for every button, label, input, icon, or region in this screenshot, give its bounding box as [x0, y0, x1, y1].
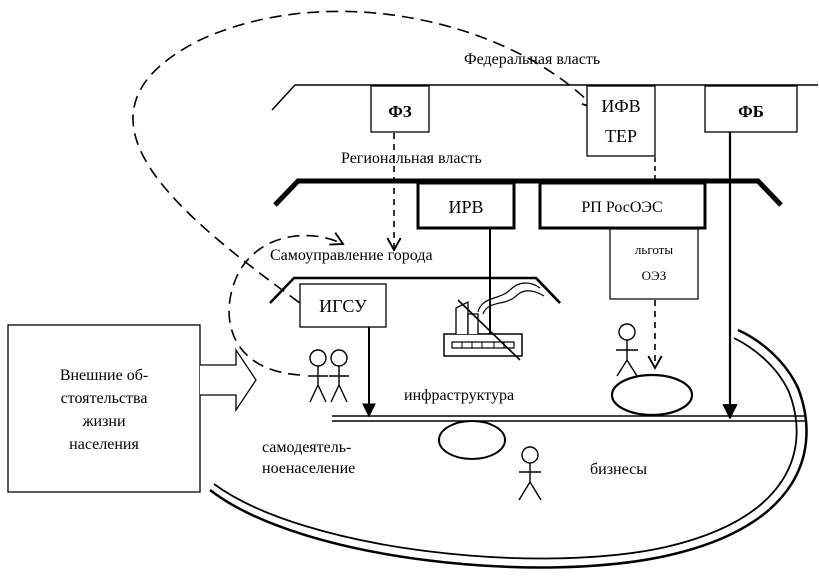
external-circumstances-box: [7, 324, 201, 493]
people-pair-icon: [308, 349, 349, 403]
person-icon-business: [518, 446, 542, 501]
dashed-feedback-arc-federal: [132, 10, 597, 326]
external-line-4: населения: [69, 436, 139, 453]
oez-label: ОЭЗ: [642, 268, 667, 283]
factory-icon: [443, 282, 545, 361]
igsu-box: [299, 283, 387, 328]
business-ellipse-left: [438, 420, 506, 460]
environment-boundary-arc-outer: [209, 328, 808, 569]
regional-level-label: Региональная власть: [341, 150, 482, 167]
irv-box: [416, 181, 516, 230]
business-ellipse-right: [610, 373, 694, 417]
lgoty-oez-box: [609, 228, 699, 300]
population-label-line1: самодеятель-: [262, 439, 351, 456]
igsu-label: ИГСУ: [319, 296, 367, 316]
rp-rosoes-label: РП РосОЭС: [581, 199, 662, 216]
external-line-2: стоятельства: [61, 390, 148, 407]
fz-box: [370, 85, 430, 133]
fb-label: ФБ: [738, 102, 764, 121]
environment-boundary-arc-inner: [213, 337, 798, 560]
lgoty-label: льготы: [635, 242, 673, 257]
federal-level-roof: [271, 84, 818, 111]
federal-level-label: Федеральная власть: [464, 51, 600, 68]
infrastructure-label: инфраструктура: [404, 387, 514, 404]
rp-rosoes-box: [538, 181, 707, 230]
city-roof-right-slant: [535, 277, 561, 304]
person-icon-entrepreneur: [616, 323, 638, 377]
regional-level-roof: [273, 178, 783, 207]
external-line-1: Внешние об-: [60, 367, 148, 384]
fz-label: ФЗ: [388, 102, 412, 121]
dashed-feedback-loop-city: [228, 232, 345, 376]
fb-box: [704, 85, 798, 133]
city-level-label: Самоуправление города: [270, 247, 433, 264]
external-line-3: жизни: [81, 413, 126, 430]
ifv-ter-box: [586, 85, 656, 157]
population-label-line2: ноенаселение: [262, 460, 355, 477]
hollow-arrow-external: [200, 347, 257, 413]
ifv-label: ИФВ: [601, 96, 640, 116]
business-label: бизнесы: [590, 461, 647, 478]
ter-label: ТЕР: [605, 126, 637, 146]
irv-label: ИРВ: [448, 197, 483, 217]
